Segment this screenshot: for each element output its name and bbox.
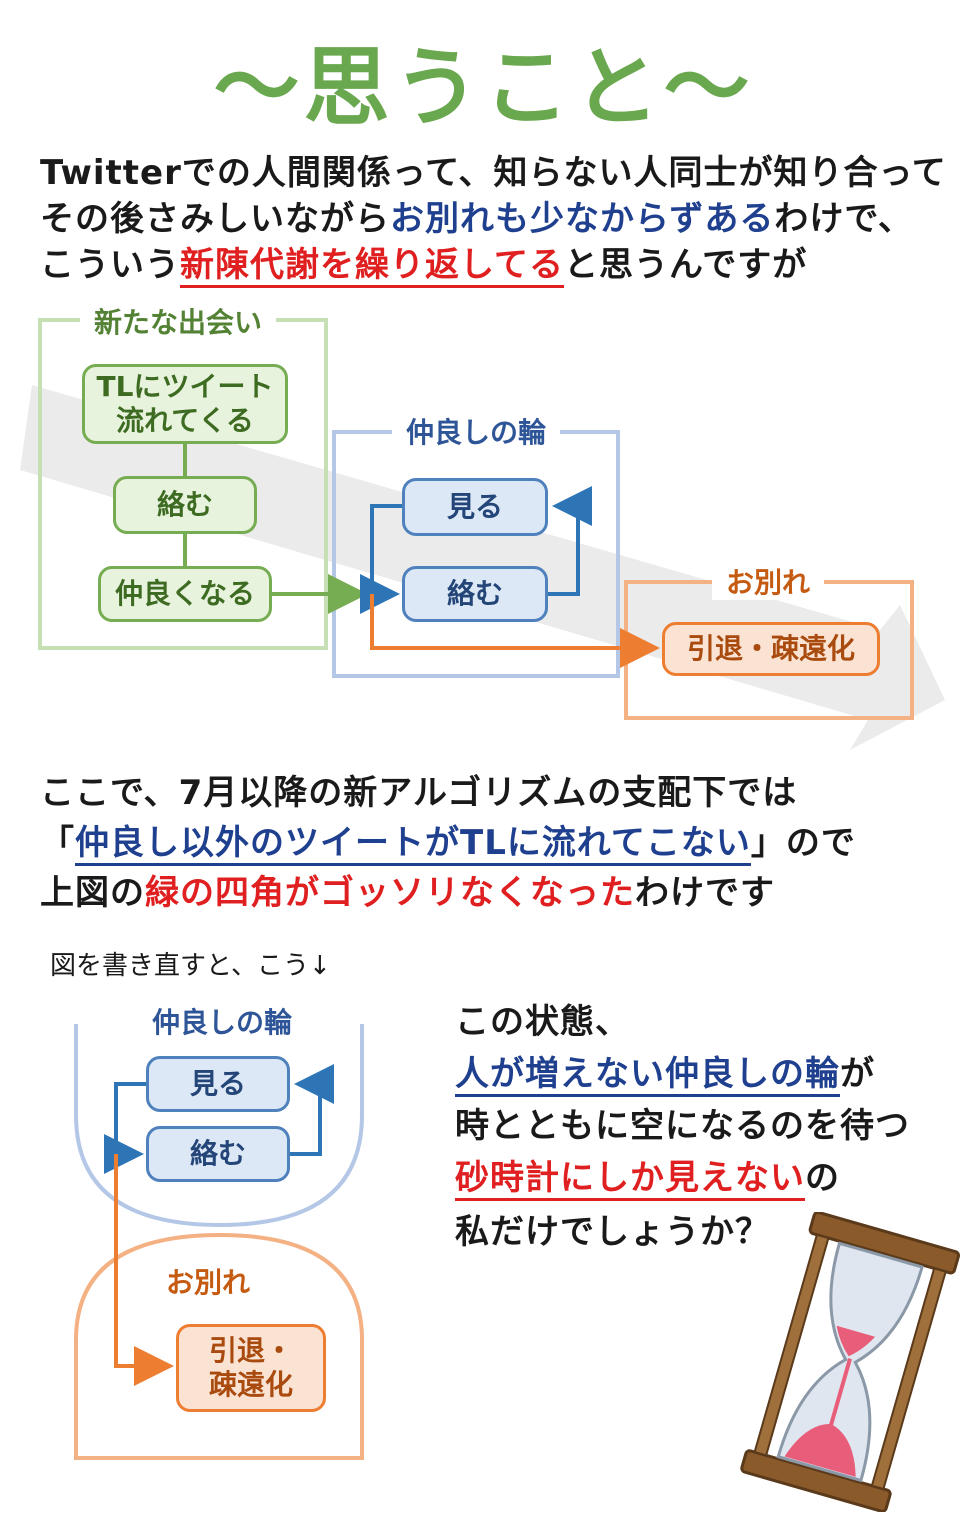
node-retire-drift: 引退・疎遠化 [662, 622, 880, 676]
node-become-friends: 仲良くなる [98, 566, 272, 622]
node-view: 見る [402, 478, 548, 536]
side-line-3: 時とともに空になるのを待つ [455, 1106, 910, 1146]
hourglass-diagram-connectors [104, 1064, 334, 1386]
node-view-2: 見る [146, 1056, 290, 1112]
farewell-label: お別れ [712, 566, 825, 600]
hourglass-diagram: 仲良しの輪 見る 絡む お別れ 引退・ 疎遠化 [0, 990, 400, 1470]
node-interact-2: 絡む [402, 566, 548, 622]
intro-line-2: その後さみしいながらお別れも少なからずあるわけで、 [40, 199, 913, 239]
redraw-note: 図を書き直すと、こう↓ [50, 951, 331, 981]
middle-line-1: ここで、7月以降の新アルゴリズムの支配下では [40, 773, 798, 813]
flow-connectors [183, 444, 660, 668]
hourglass-icon [740, 1212, 960, 1512]
flow-diagram: 新たな出会い TLにツイート 流れてくる 絡む 仲良くなる 仲良しの輪 見る 絡… [0, 300, 967, 760]
side-line-4: 砂時計にしか見えないの [455, 1152, 840, 1204]
intro-line-1: Twitterでの人間関係って、知らない人同士が知り合って [40, 153, 947, 193]
farewell-label-2: お別れ [166, 1266, 251, 1299]
friend-circle-label-2: 仲良しの輪 [138, 1006, 307, 1040]
new-encounter-label: 新たな出会い [80, 306, 277, 340]
side-line-5: 私だけでしょうか？ [455, 1212, 770, 1252]
middle-line-2: 「仲良し以外のツイートがTLに流れてこない」ので [40, 820, 856, 866]
page-title: 〜思うこと〜 [213, 38, 754, 138]
node-interact: 絡む [113, 476, 257, 534]
node-interact-3: 絡む [146, 1126, 290, 1182]
node-retire-drift-2: 引退・ 疎遠化 [176, 1324, 326, 1412]
middle-line-3: 上図の緑の四角がゴッソリなくなったわけです [40, 873, 775, 913]
friend-circle-label: 仲良しの輪 [392, 416, 561, 450]
side-line-2: 人が増えない仲良しの輪が [455, 1048, 875, 1100]
node-tl-tweet: TLにツイート 流れてくる [82, 364, 288, 444]
side-line-1: この状態、 [455, 1002, 630, 1042]
intro-line-3: こういう新陳代謝を繰り返してると思うんですが [40, 242, 807, 288]
